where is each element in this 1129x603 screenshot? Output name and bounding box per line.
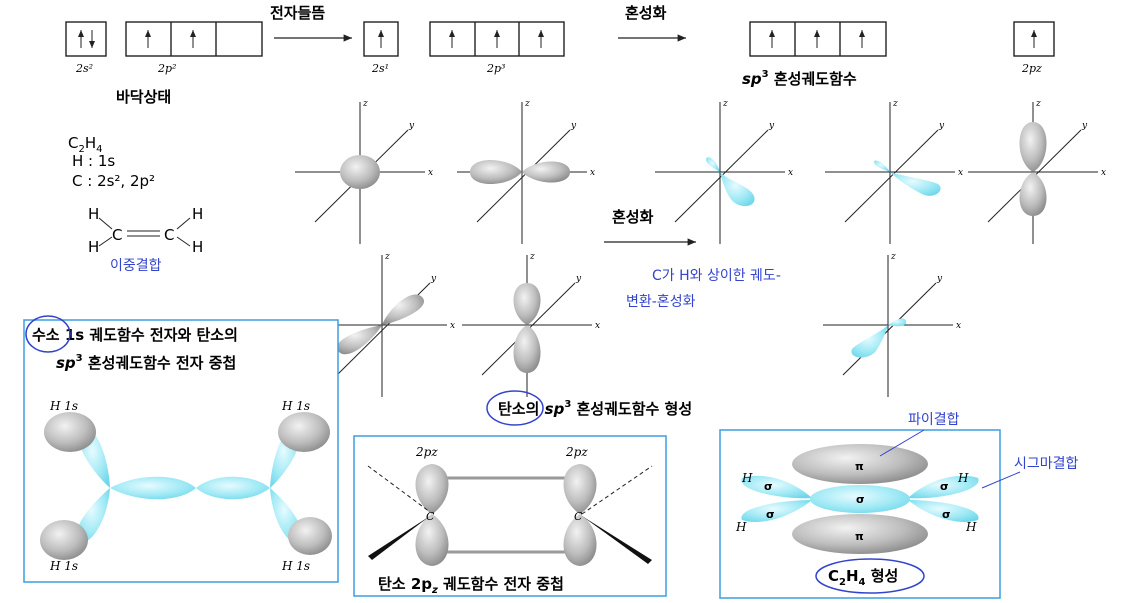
svg-text:H: H: [965, 520, 977, 534]
pi-bond-label: 파이결합: [908, 412, 960, 428]
pi-bond-pointer: [879, 429, 925, 457]
hydrogen-config: H : 1s: [72, 152, 115, 170]
svg-text:y: y: [575, 274, 582, 284]
orbital-2pz-b-axes: x y z: [461, 252, 600, 398]
box-2p3: [429, 21, 565, 57]
svg-text:σ: σ: [940, 480, 949, 493]
panel-middle-caption: 탄소 2pz 궤도함수 전자 중첩: [378, 575, 564, 596]
box-2s1: [363, 21, 399, 57]
svg-text:H 1s: H 1s: [49, 399, 78, 413]
svg-text:z: z: [384, 252, 390, 262]
label-2p2: 2p²: [157, 62, 176, 75]
hybridization-label-mid: 혼성화: [612, 208, 654, 226]
svg-text:H: H: [192, 238, 203, 256]
svg-text:C: C: [112, 226, 122, 244]
excitation-label: 전자들뜸: [270, 4, 325, 22]
svg-text:H: H: [735, 520, 747, 534]
ethylene-highlight-circle: [815, 558, 925, 594]
svg-text:x: x: [590, 168, 595, 178]
panel-left-title1: 수소 1s 궤도함수 전자와 탄소의: [32, 326, 238, 344]
svg-text:C: C: [164, 226, 174, 244]
panel-h1s-overlap: 수소 1s 궤도함수 전자와 탄소의 sp3 혼성궤도함수 전자 중첩 H 1s…: [23, 315, 339, 583]
svg-text:y: y: [936, 274, 943, 284]
svg-text:C: C: [574, 510, 583, 523]
orbital-2py-axes: x y z: [316, 252, 455, 398]
svg-text:z: z: [524, 99, 530, 109]
svg-text:H: H: [957, 471, 969, 485]
svg-text:σ: σ: [942, 508, 951, 521]
svg-text:z: z: [722, 99, 728, 109]
sp3-hybrid-orbital-label: sp3 혼성궤도함수: [742, 69, 857, 88]
sigma-bond-pointer: [981, 471, 1021, 489]
svg-text:y: y: [768, 121, 775, 131]
label-2s1: 2s¹: [371, 62, 389, 75]
svg-text:σ: σ: [766, 508, 775, 521]
double-bond-label: 이중결합: [110, 258, 162, 274]
orbital-sp3-b-axes: x y z: [824, 99, 963, 245]
svg-text:x: x: [450, 321, 455, 331]
box-sp3: [749, 21, 887, 57]
carbon-config: C : 2s², 2p²: [72, 172, 155, 190]
svg-text:z: z: [890, 252, 896, 262]
orbital-sp3-c-axes: x y z: [822, 252, 961, 398]
svg-text:π: π: [855, 530, 864, 543]
svg-text:x: x: [428, 168, 433, 178]
carbon-sp3-formation-label: 탄소의 sp3 혼성궤도함수 형성: [498, 399, 692, 418]
svg-text:σ: σ: [764, 480, 773, 493]
svg-text:z: z: [362, 99, 368, 109]
svg-text:y: y: [430, 274, 437, 284]
orbital-2pz-axes: x y z: [967, 99, 1106, 245]
svg-text:y: y: [570, 121, 577, 131]
panel-2pz-overlap: 2pz 2pz C C 탄소 2pz 궤도함수 전자 중첩: [353, 435, 667, 597]
sigma-bond-label: 시그마결합: [1014, 456, 1079, 472]
panel-right-caption: C2H4 형성: [828, 567, 898, 588]
svg-text:x: x: [1101, 168, 1106, 178]
hybridization-note-line2: 변환-혼성화: [626, 294, 696, 310]
svg-text:H 1s: H 1s: [281, 399, 310, 413]
svg-text:z: z: [1035, 99, 1041, 109]
svg-text:y: y: [1081, 121, 1088, 131]
hydrogen-highlight-circle: [25, 315, 71, 353]
svg-text:2pz: 2pz: [415, 445, 438, 459]
svg-text:y: y: [408, 121, 415, 131]
svg-text:x: x: [788, 168, 793, 178]
svg-text:H 1s: H 1s: [49, 559, 78, 573]
panel-left-title2: sp3 혼성궤도함수 전자 중첩: [56, 353, 236, 372]
svg-text:σ: σ: [856, 493, 865, 506]
svg-text:H: H: [192, 205, 203, 223]
svg-text:π: π: [855, 460, 864, 473]
svg-text:H: H: [88, 205, 99, 223]
svg-text:z: z: [892, 99, 898, 109]
svg-text:H: H: [741, 471, 753, 485]
panel-ethylene-bonds: H H H H σ σ σ σ σ π π C2H4 형성: [719, 429, 1001, 599]
svg-text:C: C: [426, 510, 435, 523]
label-2p3: 2p³: [486, 62, 505, 75]
svg-text:H 1s: H 1s: [281, 559, 310, 573]
label-2pz: 2pz: [1021, 62, 1042, 75]
svg-text:y: y: [938, 121, 945, 131]
molecule-formula: C2H4: [68, 134, 103, 155]
orbital-2s-axes: x y z: [294, 99, 433, 245]
svg-text:x: x: [956, 321, 961, 331]
svg-text:z: z: [529, 252, 535, 262]
svg-text:2pz: 2pz: [565, 445, 588, 459]
box-2s2: [65, 21, 107, 57]
svg-text:x: x: [958, 168, 963, 178]
orbital-sp3-a-axes: x y z: [654, 99, 793, 245]
hybridization-label-top: 혼성화: [625, 4, 667, 22]
orbital-2px-axes: x y z: [456, 99, 595, 245]
svg-text:x: x: [595, 321, 600, 331]
svg-text:H: H: [88, 238, 99, 256]
carbon-highlight-circle: [486, 390, 544, 426]
ground-state-label: 바닥상태: [116, 88, 171, 106]
ethylene-structure: H H C C H H: [88, 205, 203, 256]
box-2p2: [125, 21, 263, 57]
label-2s2: 2s²: [75, 62, 93, 75]
hybridization-note-line1: C가 H와 상이한 궤도-: [652, 268, 781, 284]
box-2pz: [1013, 21, 1055, 57]
